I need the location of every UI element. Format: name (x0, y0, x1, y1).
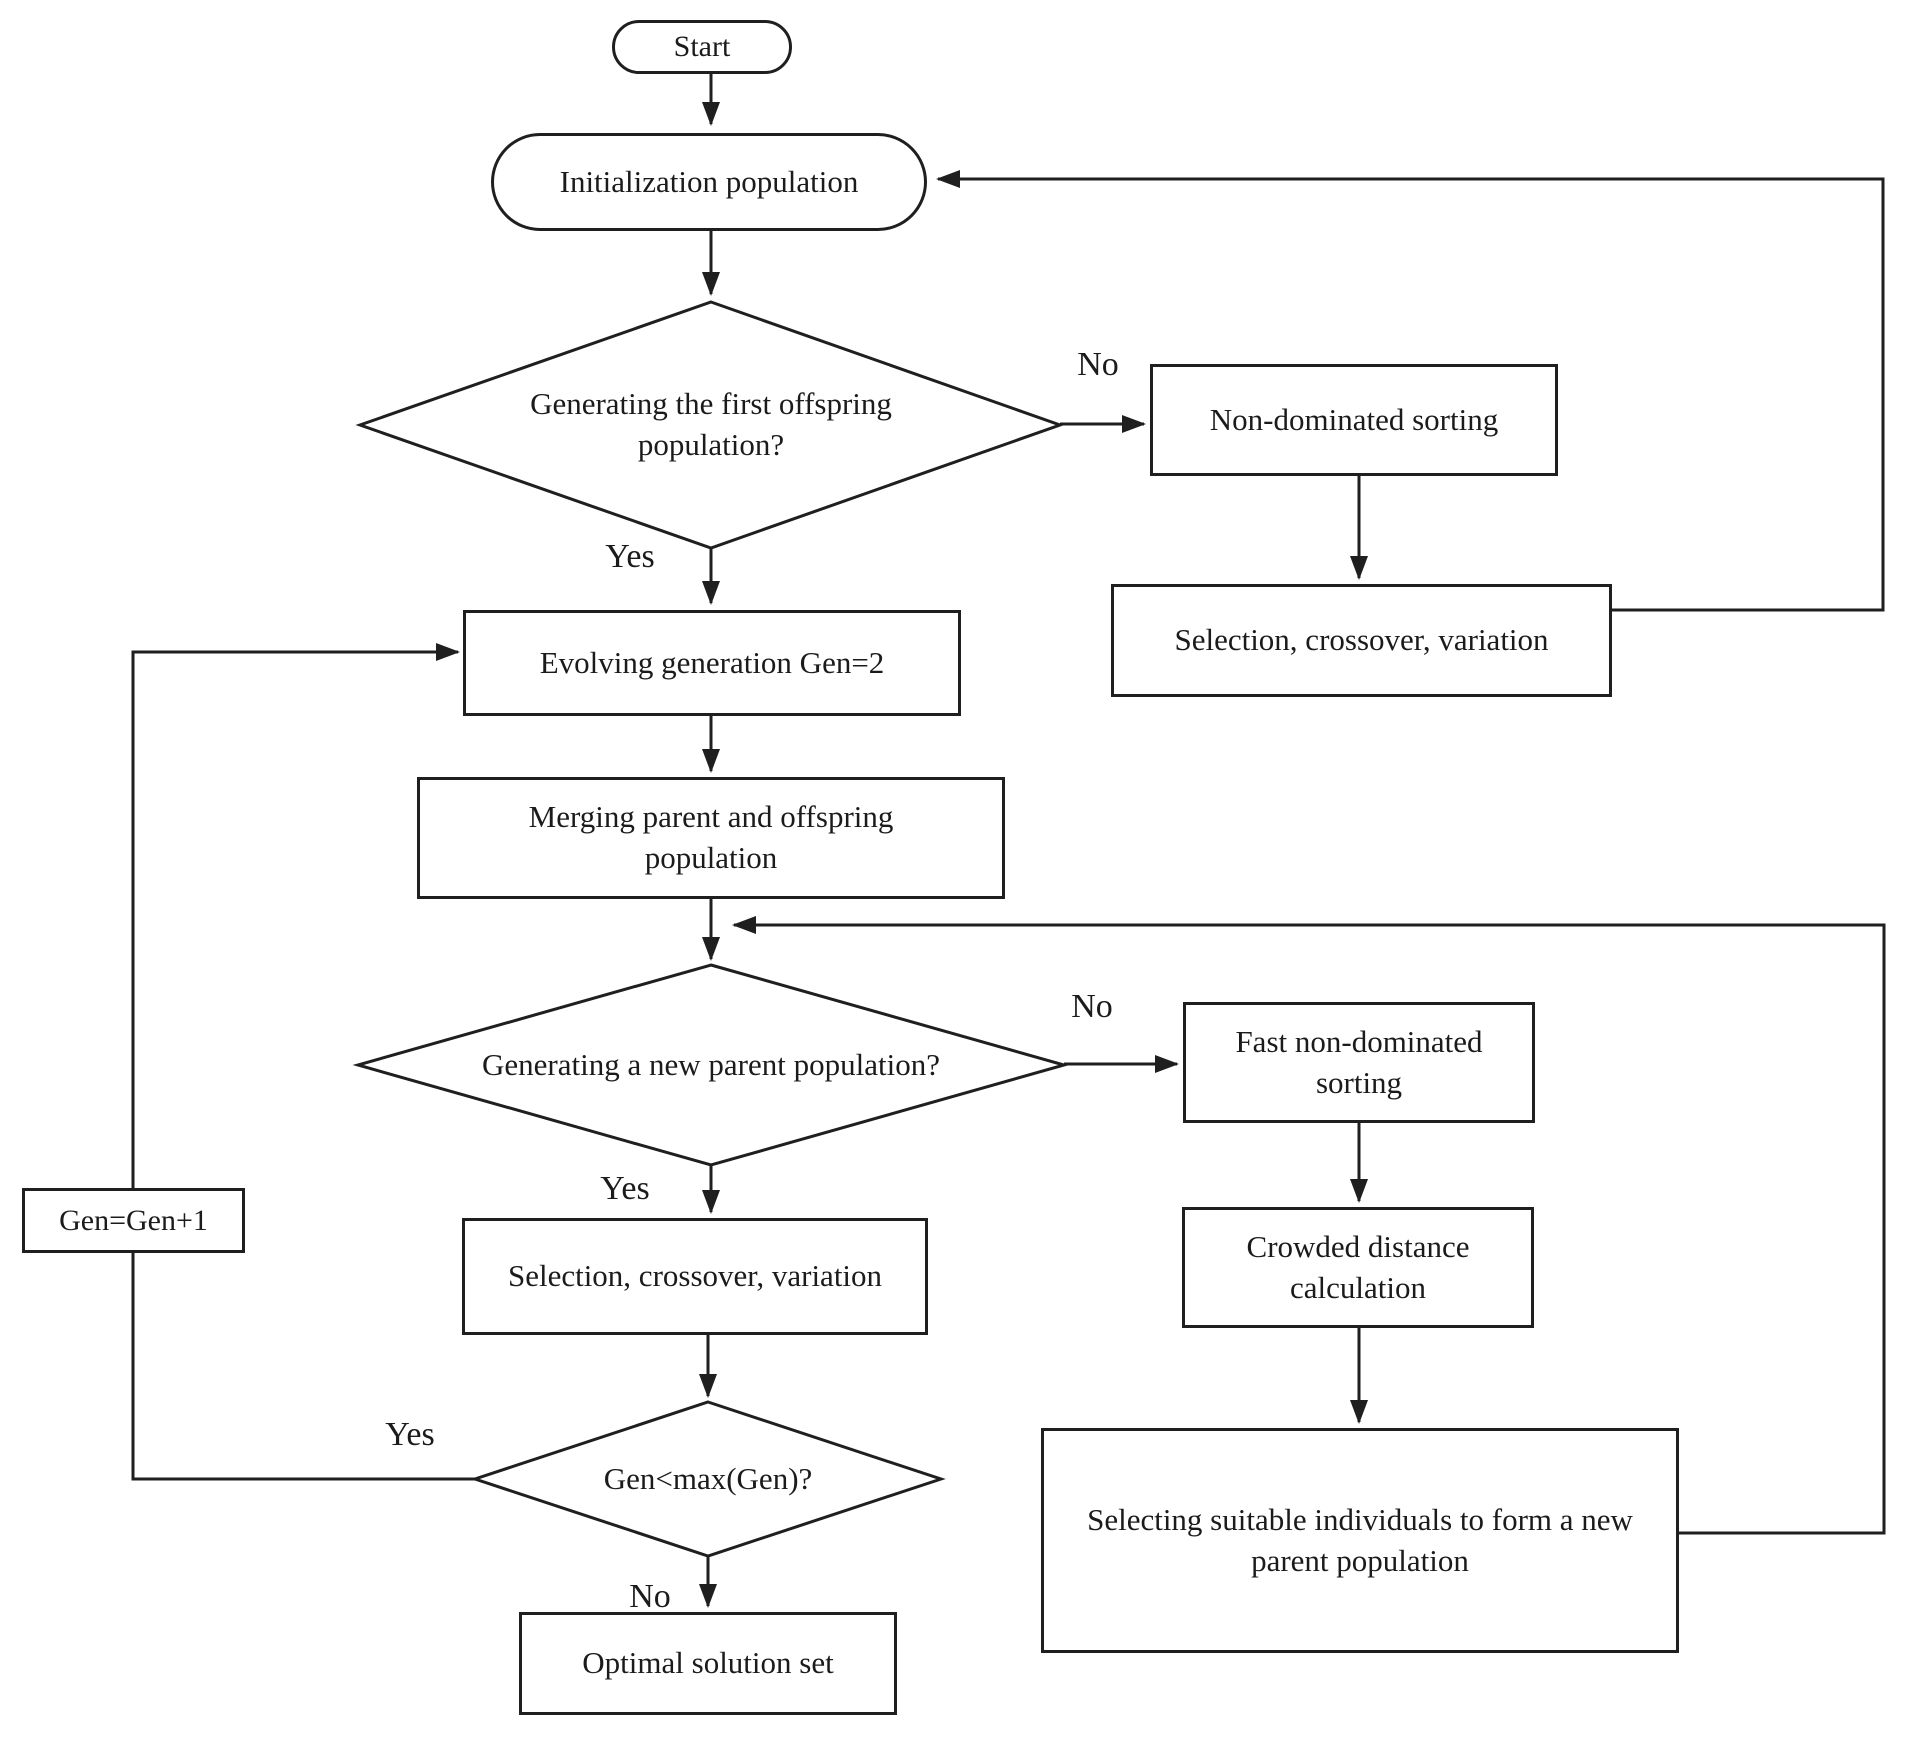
decision-gen-max-label: Gen<max(Gen)? (603, 1460, 813, 1496)
node-optimal-solution: Optimal solution set (519, 1612, 897, 1715)
node-selecting-individuals-label: Selecting suitable individuals to form a… (1087, 1501, 1633, 1578)
node-merging-population-label: Merging parent and offspring population (528, 799, 894, 875)
node-gen-increment-label: Gen=Gen+1 (59, 1203, 208, 1237)
node-start-label: Start (673, 30, 731, 64)
node-init-population-label: Initialization population (559, 163, 859, 199)
edge-label-first-offspring-yes: Yes (605, 538, 655, 575)
node-selection-crossover-variation-bottom: Selection, crossover, variation (462, 1218, 928, 1335)
edge-label-gen-max-no: No (629, 1578, 671, 1615)
edge-label-first-offspring-no: No (1077, 346, 1119, 383)
node-selection-crossover-variation-top: Selection, crossover, variation (1111, 584, 1612, 697)
node-non-dominated-sorting: Non-dominated sorting (1150, 364, 1558, 476)
loop-selecting-to-new-parent-junction (732, 916, 1886, 1535)
node-evolving-generation-label: Evolving generation Gen=2 (539, 644, 885, 680)
node-evolving-generation: Evolving generation Gen=2 (463, 610, 961, 716)
loop-gen-increment-to-evolve (131, 643, 475, 1481)
decision-new-parent-label: Generating a new parent population? (482, 1046, 940, 1082)
node-selection-top-label: Selection, crossover, variation (1174, 622, 1549, 658)
edge-label-new-parent-yes: Yes (600, 1170, 650, 1207)
diamond-new-parent (352, 963, 1070, 1167)
node-gen-increment: Gen=Gen+1 (22, 1188, 245, 1253)
node-init-population: Initialization population (491, 133, 927, 231)
node-fast-non-dominated-sorting: Fast non-dominated sorting (1183, 1002, 1535, 1123)
node-crowded-distance-label: Crowded distance calculation (1246, 1228, 1470, 1305)
node-start: Start (612, 20, 792, 74)
diamond-gen-max (470, 1400, 946, 1558)
node-merging-population: Merging parent and offspring population (417, 777, 1005, 899)
diamond-first-offspring (355, 300, 1065, 550)
node-fnds-label: Fast non-dominated sorting (1235, 1023, 1483, 1100)
node-non-dominated-sorting-label: Non-dominated sorting (1209, 401, 1499, 437)
decision-first-offspring-label: Generating the first offspring populatio… (530, 386, 892, 462)
loop-selection-top-to-init (936, 170, 1885, 612)
node-crowded-distance: Crowded distance calculation (1182, 1207, 1534, 1328)
node-optimal-solution-label: Optimal solution set (582, 1645, 834, 1681)
edge-label-new-parent-no: No (1071, 988, 1113, 1025)
edge-label-gen-max-yes: Yes (385, 1416, 435, 1453)
node-selecting-individuals: Selecting suitable individuals to form a… (1041, 1428, 1679, 1653)
node-selection-bottom-label: Selection, crossover, variation (507, 1258, 883, 1294)
